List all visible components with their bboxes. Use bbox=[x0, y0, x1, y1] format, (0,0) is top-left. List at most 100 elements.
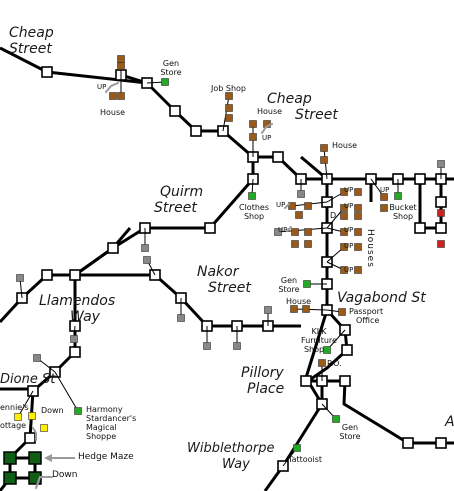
room-house bbox=[304, 240, 312, 248]
label-line: Gen bbox=[162, 59, 180, 68]
room-square-icon bbox=[204, 222, 216, 234]
label-line: Harmony bbox=[86, 405, 123, 414]
street-name-line: Street bbox=[208, 280, 251, 296]
road bbox=[10, 456, 37, 480]
room-house bbox=[380, 193, 388, 201]
room-shop bbox=[394, 192, 402, 200]
label-up: UP bbox=[380, 186, 390, 194]
street-name-line: Nakor bbox=[197, 264, 239, 280]
room-house bbox=[295, 211, 303, 219]
room-house bbox=[354, 212, 362, 220]
room-unknown bbox=[141, 244, 149, 252]
room-house bbox=[340, 243, 348, 251]
room-shop bbox=[74, 407, 82, 415]
room-cottage bbox=[40, 424, 48, 432]
room-house bbox=[380, 204, 388, 212]
room-square-icon bbox=[24, 432, 36, 444]
up-arrow-icon bbox=[261, 123, 273, 134]
label-house: House bbox=[332, 141, 358, 150]
room-house bbox=[304, 202, 312, 210]
road bbox=[0, 46, 454, 181]
room-house bbox=[340, 204, 348, 212]
room-house bbox=[249, 120, 257, 128]
label-line: Office bbox=[356, 316, 380, 325]
label-line: Shop bbox=[243, 212, 265, 221]
room-house bbox=[225, 92, 233, 100]
label-tattooist: Tattooist bbox=[288, 455, 323, 464]
label-d-marker: D bbox=[330, 211, 337, 220]
hedge-maze-room bbox=[3, 471, 17, 485]
road bbox=[303, 309, 329, 382]
room-house bbox=[304, 228, 312, 236]
room-unknown bbox=[33, 354, 41, 362]
room-shop bbox=[248, 192, 256, 200]
room-exit bbox=[437, 240, 445, 248]
label-down: Down bbox=[52, 470, 78, 480]
room-house bbox=[354, 243, 362, 251]
street-name-line: Cheap bbox=[267, 91, 312, 107]
room-square-icon bbox=[69, 269, 81, 281]
street-name-line: Street bbox=[9, 41, 52, 57]
label-post-office: P.O. bbox=[327, 359, 342, 368]
room-unknown bbox=[177, 314, 185, 322]
room-unknown bbox=[143, 256, 151, 264]
room-house bbox=[249, 133, 257, 141]
room-square-icon bbox=[435, 437, 447, 449]
room-house bbox=[354, 204, 362, 212]
street-name-line: Street bbox=[295, 107, 338, 123]
label-line: Store bbox=[339, 432, 361, 441]
room-unknown bbox=[203, 342, 211, 350]
room-shop bbox=[161, 78, 169, 86]
room-house bbox=[117, 92, 125, 100]
room-square-icon bbox=[435, 196, 447, 208]
label-line: Bucket bbox=[389, 203, 417, 212]
room-house bbox=[288, 202, 296, 210]
label-up: UP bbox=[262, 134, 272, 142]
up-arrow-icon bbox=[286, 226, 292, 232]
room-house bbox=[225, 114, 233, 122]
label-line: Magical bbox=[86, 423, 117, 432]
label-up: UP bbox=[344, 226, 354, 234]
room-square-icon bbox=[341, 344, 353, 356]
street-name-line: Wibblethorpe bbox=[187, 441, 275, 456]
label-up: UP bbox=[276, 201, 286, 209]
label-line: Shoppe bbox=[86, 432, 117, 441]
room-unknown bbox=[297, 190, 305, 198]
room-house bbox=[302, 305, 310, 313]
label-line: Gen bbox=[341, 423, 359, 432]
room-house bbox=[340, 212, 348, 220]
room-house bbox=[320, 156, 328, 164]
room-exit bbox=[437, 209, 445, 217]
room-unknown bbox=[274, 228, 282, 236]
room-square-icon bbox=[107, 242, 119, 254]
road bbox=[0, 157, 255, 324]
street-name-line: Cheap bbox=[9, 25, 54, 41]
room-shop bbox=[323, 346, 331, 354]
room-house bbox=[291, 228, 299, 236]
label-line: ottage bbox=[0, 421, 27, 430]
room-square-icon bbox=[339, 375, 351, 387]
label-up: UP bbox=[344, 242, 354, 250]
down-arrow-icon bbox=[32, 427, 37, 441]
label-line: Gen bbox=[280, 276, 298, 285]
street-name-houses: Houses bbox=[365, 229, 375, 268]
room-square-icon bbox=[190, 125, 202, 137]
label-line: Store bbox=[160, 68, 182, 77]
up-arrow-icon bbox=[284, 203, 290, 209]
label-line: Shop bbox=[392, 212, 414, 221]
street-name-line: Way bbox=[222, 457, 250, 472]
room-house bbox=[354, 188, 362, 196]
room-square-icon bbox=[414, 173, 426, 185]
label-up: UP bbox=[278, 226, 288, 234]
label-house: House bbox=[286, 297, 312, 306]
hedge-maze-room bbox=[3, 451, 17, 465]
